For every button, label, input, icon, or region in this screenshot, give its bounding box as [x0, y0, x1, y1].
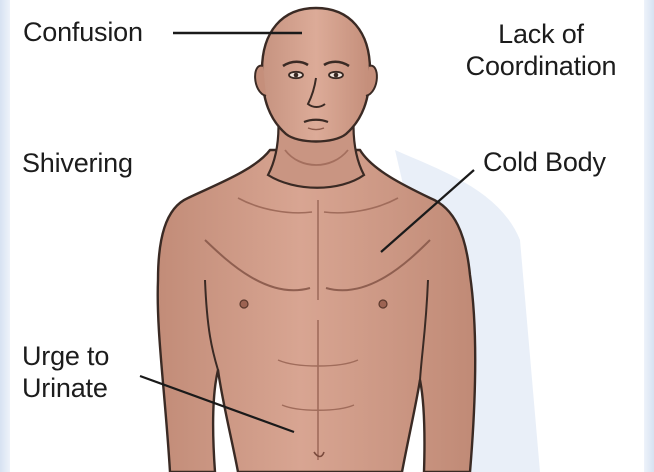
label-shivering: Shivering — [22, 147, 133, 179]
label-confusion: Confusion — [23, 16, 143, 48]
head — [262, 8, 370, 142]
label-lack-of-coordination: Lack of Coordination — [446, 18, 636, 82]
torso — [158, 150, 476, 472]
label-urge-to-urinate: Urge to Urinate — [22, 340, 109, 404]
label-cold-body: Cold Body — [483, 146, 606, 178]
